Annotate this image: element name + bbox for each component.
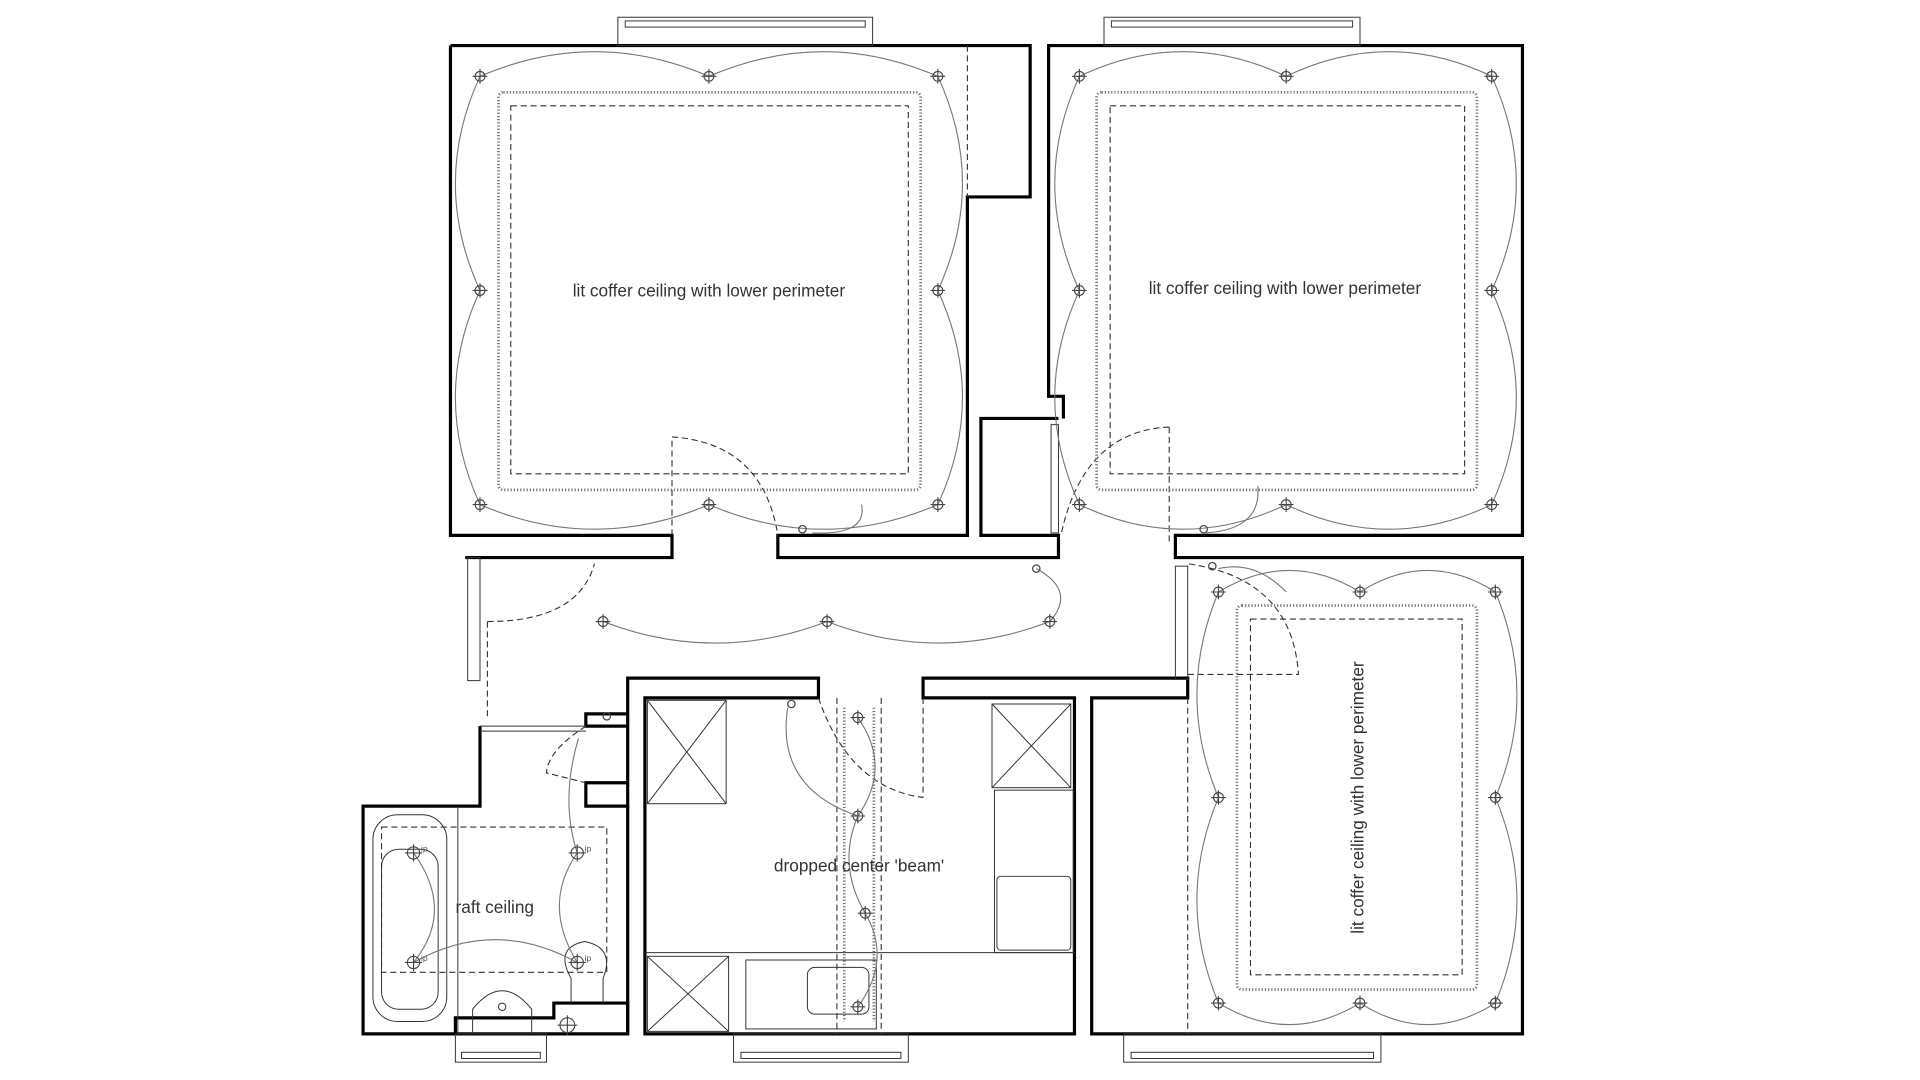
window-icon (1123, 1033, 1382, 1063)
ceiling-light-icon (850, 710, 866, 725)
window-icon (454, 1033, 547, 1063)
ceiling-light-icon (568, 844, 586, 862)
windows (454, 16, 1382, 1063)
ceiling-light-icon (1211, 584, 1226, 600)
ceiling-light-icon (404, 844, 423, 862)
ceiling-label-bathroom: raft ceiling (456, 897, 534, 917)
ceiling-light-icon (1484, 283, 1500, 298)
circuit-wire (1206, 486, 1259, 534)
ceiling-light-icon (850, 808, 866, 824)
circuit-wire (413, 738, 579, 964)
door-swing-icon (817, 697, 924, 799)
circuit-wire (848, 717, 878, 1008)
light-switch-icon (1199, 524, 1209, 534)
sink-icon (472, 990, 533, 1034)
ceiling-light-icon (1488, 584, 1503, 600)
ceiling-light-icon (857, 905, 873, 921)
coffer-ceilings (380, 90, 1479, 1034)
ceiling-light-icon (1211, 995, 1226, 1011)
ceiling-light-icon (930, 283, 946, 298)
door-swing-icon (545, 725, 587, 784)
circuit-wire (1218, 566, 1287, 593)
window-icon (733, 1033, 909, 1063)
fixtures (372, 699, 1075, 1034)
light-switch-icon (602, 712, 612, 721)
ceiling-light-icon (1484, 497, 1500, 512)
ceiling-light-icon (472, 497, 488, 512)
light-switch-icon (798, 524, 807, 534)
door-swing-icon (1187, 563, 1300, 676)
ceiling-light-icon (568, 953, 586, 972)
ip-rating-label: ip (421, 844, 428, 854)
ceiling-light-icon (701, 68, 717, 84)
door-swing-icon (671, 436, 779, 536)
ceiling-light-icon (930, 68, 946, 84)
circuit-wire (602, 568, 1062, 644)
ceiling-light-icon (404, 953, 423, 972)
window-icon (617, 16, 874, 47)
kitchen-units (644, 699, 1075, 1032)
ceiling-light-icon (850, 999, 866, 1015)
ceiling-light-icon (1072, 497, 1087, 512)
ceiling-light-icon (1278, 68, 1294, 84)
ceiling-light-icon (472, 283, 488, 298)
ceiling-light-icon (1072, 283, 1087, 298)
ceiling-light-icon (1352, 584, 1368, 600)
ceiling-light-icon (1278, 497, 1294, 512)
ceiling-light-icon (1042, 614, 1058, 629)
ceiling-light-icon (595, 614, 611, 629)
ceiling-light-icon (1484, 68, 1500, 84)
ceiling-light-icon (1352, 995, 1368, 1011)
light-switch-icon (787, 699, 796, 709)
bathtub-icon (372, 814, 448, 1023)
door-swing-icon (1060, 426, 1170, 542)
light-switch-icon (1208, 561, 1217, 571)
window-icon (1103, 16, 1361, 47)
ceiling-light-icon (557, 1015, 578, 1036)
light-switch-icon (1032, 564, 1041, 573)
ceiling-light-icon (1211, 790, 1226, 805)
doors (480, 45, 1300, 1034)
door-swing-icon (486, 563, 595, 720)
circuit-wire (785, 707, 859, 817)
ceiling-label-living: lit coffer ceiling with lower perimeter (1348, 661, 1368, 934)
ip-rating-label: ip (585, 953, 592, 963)
ceiling-lights (404, 68, 1503, 1036)
ip-rating-label: ip (421, 953, 428, 963)
ceiling-light-icon (701, 497, 717, 512)
sink-icon (745, 959, 877, 1030)
ceiling-label-kitchen: dropped center 'beam' (774, 855, 944, 875)
ceiling-light-icon (1072, 68, 1087, 84)
ceiling-light-icon (472, 68, 488, 84)
ip-rating-label: ip (585, 844, 592, 854)
ceiling-light-icon (1488, 790, 1503, 805)
ceiling-label-bedroom-2: lit coffer ceiling with lower perimeter (1149, 278, 1422, 298)
ceiling-label-bedroom-1: lit coffer ceiling with lower perimeter (573, 281, 846, 301)
ceiling-light-icon (930, 497, 946, 512)
toilet-icon (564, 941, 608, 1004)
ceiling-light-icon (819, 614, 835, 629)
ceiling-light-icon (1488, 995, 1503, 1011)
circuit-wire (812, 504, 863, 534)
